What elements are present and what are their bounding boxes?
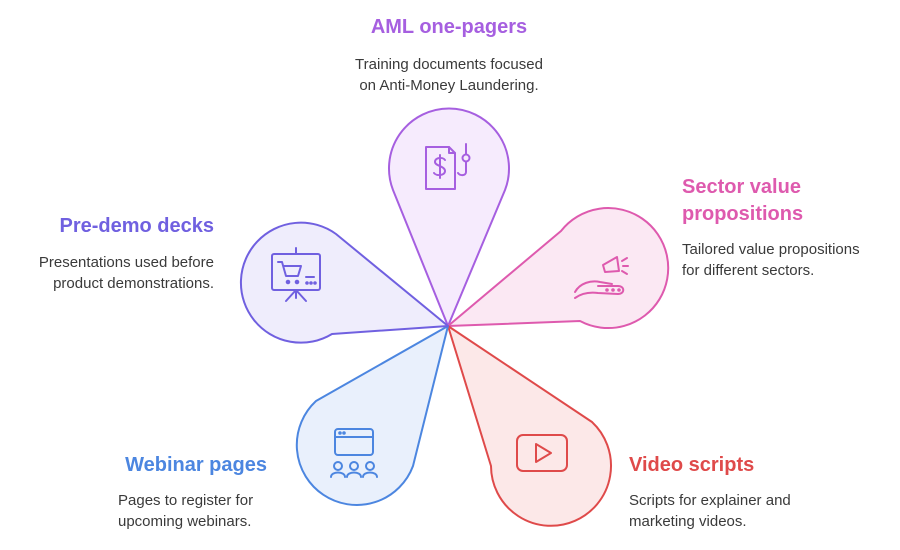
petal-predemo <box>239 221 449 344</box>
sector-title: Sector value propositions <box>682 174 803 228</box>
aml-description: Training documents focused on Anti-Money… <box>299 54 599 96</box>
webinar-description: Pages to register for upcoming webinars. <box>118 490 253 532</box>
webinar-title: Webinar pages <box>125 454 267 476</box>
predemo-description: Presentations used before product demons… <box>39 252 214 294</box>
petal-predemo-shape <box>239 221 449 344</box>
petal-sector-shape <box>447 207 670 329</box>
sector-description-line-1: Tailored value propositions <box>682 241 860 258</box>
aml-description-line-1: Training documents focused <box>355 56 543 73</box>
play-button-icon <box>516 434 568 472</box>
presentation-cart-icon <box>271 247 321 302</box>
predemo-description-line-1: Presentations used before <box>38 254 214 271</box>
sector-description: Tailored value propositions for differen… <box>682 239 860 281</box>
petal-video-shape <box>447 325 612 527</box>
predemo-description-line-2: product demonstrations. <box>53 275 214 292</box>
petal-video <box>447 325 612 527</box>
webinar-description-line-2: upcoming webinars. <box>118 513 252 530</box>
sector-title-line-1: Sector value <box>682 176 801 198</box>
video-description: Scripts for explainer and marketing vide… <box>629 490 791 532</box>
petal-aml <box>388 107 510 327</box>
petal-sector <box>447 207 670 329</box>
aml-title: AML one-pagers <box>370 16 528 38</box>
sector-description-line-2: for different sectors. <box>682 262 815 279</box>
petal-webinar-shape <box>295 325 449 506</box>
petal-webinar <box>295 325 449 506</box>
document-dollar-icon <box>425 143 471 190</box>
webinar-description-line-1: Pages to register for <box>118 492 254 509</box>
video-title: Video scripts <box>629 454 755 476</box>
sector-title-line-2: propositions <box>682 203 804 225</box>
video-description-line-1: Scripts for explainer and <box>629 492 791 509</box>
webinar-audience-icon <box>330 428 378 478</box>
aml-description-line-2: on Anti-Money Laundering. <box>359 77 539 94</box>
petal-aml-shape <box>388 107 510 327</box>
megaphone-hand-icon <box>574 256 629 299</box>
predemo-title: Pre-demo decks <box>59 215 214 237</box>
video-description-line-2: marketing videos. <box>629 513 747 530</box>
